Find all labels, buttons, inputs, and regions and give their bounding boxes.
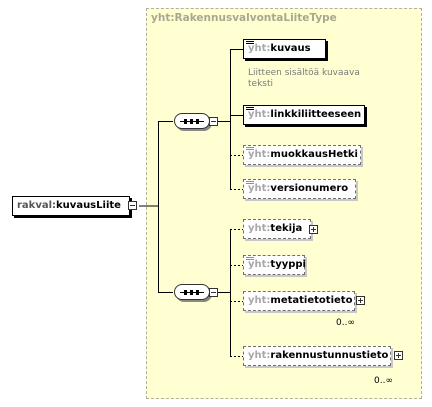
- expand-icon[interactable]: [394, 351, 403, 360]
- element-tekija[interactable]: yht:tekija: [243, 219, 311, 239]
- element-rakennustunnustieto[interactable]: yht:rakennustunnustieto: [243, 346, 395, 370]
- collapse-icon[interactable]: [209, 117, 218, 126]
- element-metatietotieto[interactable]: yht:metatietotieto: [243, 291, 359, 315]
- element-header-icon: [246, 181, 254, 184]
- element-linkkiliitteeseen[interactable]: yht:linkkiliitteeseen: [243, 105, 365, 125]
- element-kuvaus[interactable]: yht:kuvaus: [243, 39, 326, 59]
- expand-icon[interactable]: [309, 225, 318, 234]
- root-element-kuvausliite[interactable]: rakval:kuvausLiite: [12, 196, 130, 216]
- expand-icon[interactable]: [356, 296, 365, 305]
- element-header-icon: [246, 257, 254, 260]
- complex-type-box: [146, 8, 422, 399]
- occurrence-label: 0..∞: [336, 318, 355, 328]
- collapse-icon[interactable]: [209, 288, 218, 297]
- sequence-compositor-icon: [174, 284, 210, 300]
- element-header-icon: [246, 107, 254, 110]
- occurrence-label: 0..∞: [374, 376, 393, 386]
- element-tyyppi[interactable]: yht:tyyppi: [243, 255, 306, 275]
- collapse-icon[interactable]: [128, 201, 137, 210]
- sequence-compositor-icon: [174, 113, 210, 129]
- element-muokkaushetki[interactable]: yht:muokkausHetki: [243, 145, 361, 165]
- root-element-prefix: rakval:: [17, 200, 57, 211]
- element-header-icon: [246, 41, 254, 44]
- complex-type-title: yht:RakennusvalvontaLiiteType: [151, 12, 337, 24]
- root-element-name: kuvausLiite: [56, 200, 121, 211]
- element-versionumero[interactable]: yht:versionumero: [243, 179, 356, 199]
- element-header-icon: [246, 147, 254, 150]
- element-documentation: Liitteen sisältöä kuvaava teksti: [248, 68, 360, 89]
